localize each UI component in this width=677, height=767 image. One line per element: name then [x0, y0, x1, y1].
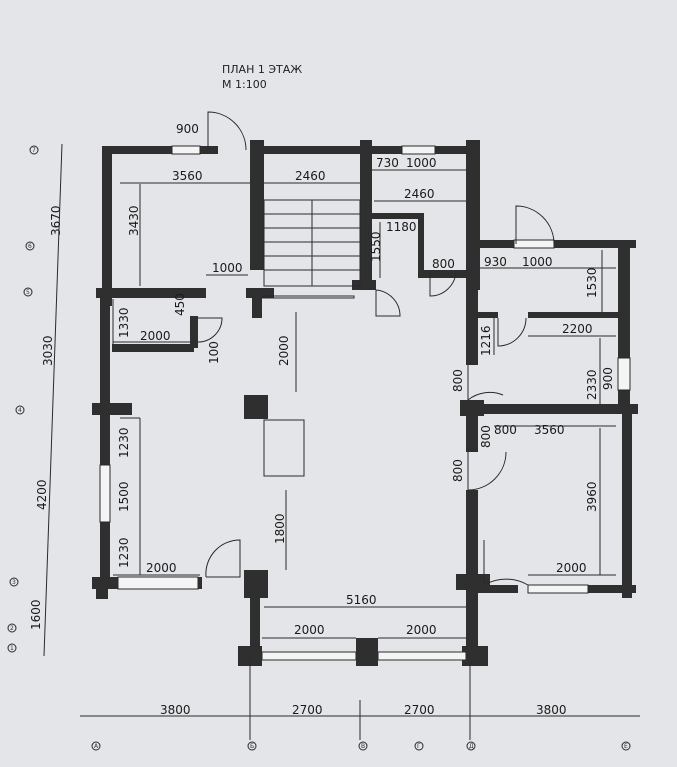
doors: [197, 111, 555, 586]
dim-stair-width: 2460: [295, 169, 326, 183]
dim-1330: 1330: [117, 307, 131, 338]
dimension-lines: [43, 143, 640, 740]
dim-right-1000: 1000: [522, 255, 553, 269]
axis-a: А: [94, 743, 99, 750]
dim-1180: 1180: [386, 220, 417, 234]
axis-7: 7: [32, 147, 36, 154]
axis-5: 5: [26, 289, 30, 296]
bottom-dim-3800-a: 3800: [160, 703, 191, 717]
dim-1530: 1530: [585, 267, 599, 298]
dim-1550: 1550: [369, 231, 383, 262]
dim-2460-right: 2460: [404, 187, 435, 201]
dim-left-2000: 2000: [146, 561, 177, 575]
dim-930: 930: [484, 255, 507, 269]
staircase: [261, 199, 361, 477]
dim-1000-opening: 1000: [212, 261, 243, 275]
dim-right-900: 900: [601, 367, 615, 390]
dim-800-c: 800: [494, 423, 517, 437]
plan-scale: М 1:100: [222, 78, 267, 91]
axis-6: 6: [28, 243, 32, 250]
axis-1: 1: [10, 645, 14, 652]
dim-1000-top: 1000: [406, 156, 437, 170]
dim-2330: 2330: [585, 369, 599, 400]
plan-title: ПЛАН 1 ЭТАЖ: [222, 63, 302, 76]
windows: [99, 145, 631, 661]
dim-1216: 1216: [479, 325, 493, 356]
left-dim-1600: 1600: [29, 599, 43, 630]
left-dim-3030: 3030: [41, 335, 55, 366]
bottom-dim-3800-b: 3800: [536, 703, 567, 717]
axis-d: Д: [469, 743, 474, 750]
dim-450: 450: [173, 293, 187, 316]
dim-100: 100: [207, 341, 221, 364]
axis-3: 3: [12, 579, 16, 586]
dim-room1-width: 3560: [172, 169, 203, 183]
dim-1500: 1500: [117, 481, 131, 512]
dim-1230-b: 1230: [117, 537, 131, 568]
bottom-dim-2700-b: 2700: [404, 703, 435, 717]
dim-5160: 5160: [346, 593, 377, 607]
axis-v: В: [361, 743, 365, 750]
dim-3960: 3960: [585, 481, 599, 512]
left-dim-3670: 3670: [49, 205, 63, 236]
dim-800-b: 800: [479, 425, 493, 448]
dim-1800: 1800: [273, 513, 287, 544]
left-dim-4200: 4200: [35, 479, 49, 510]
dim-2200: 2200: [562, 322, 593, 336]
dim-800-wc: 800: [432, 257, 455, 271]
dim-730: 730: [376, 156, 399, 170]
axis-markers: А Б В Г Д Е 7 6 5 4 3 2 1: [7, 145, 631, 751]
axis-g: Г: [417, 743, 421, 750]
dim-bottom-2000-a: 2000: [294, 623, 325, 637]
dim-hall-2000: 2000: [277, 335, 291, 366]
dim-3430: 3430: [127, 205, 141, 236]
dim-bath-2000: 2000: [140, 329, 171, 343]
dim-right-3560: 3560: [534, 423, 565, 437]
dim-800-a: 800: [451, 369, 465, 392]
axis-2: 2: [10, 625, 14, 632]
dim-top-window: 900: [176, 122, 199, 136]
axis-e: Е: [624, 743, 628, 750]
dim-800-d: 800: [451, 459, 465, 482]
dimension-labels: 900 3560 2460 730 1000 2460 1180 800 100…: [29, 122, 615, 717]
bottom-dim-2700-a: 2700: [292, 703, 323, 717]
dim-right-2000: 2000: [556, 561, 587, 575]
dim-bottom-2000-b: 2000: [406, 623, 437, 637]
axis-4: 4: [18, 407, 22, 414]
dim-1230-a: 1230: [117, 427, 131, 458]
axis-b: Б: [250, 743, 254, 750]
